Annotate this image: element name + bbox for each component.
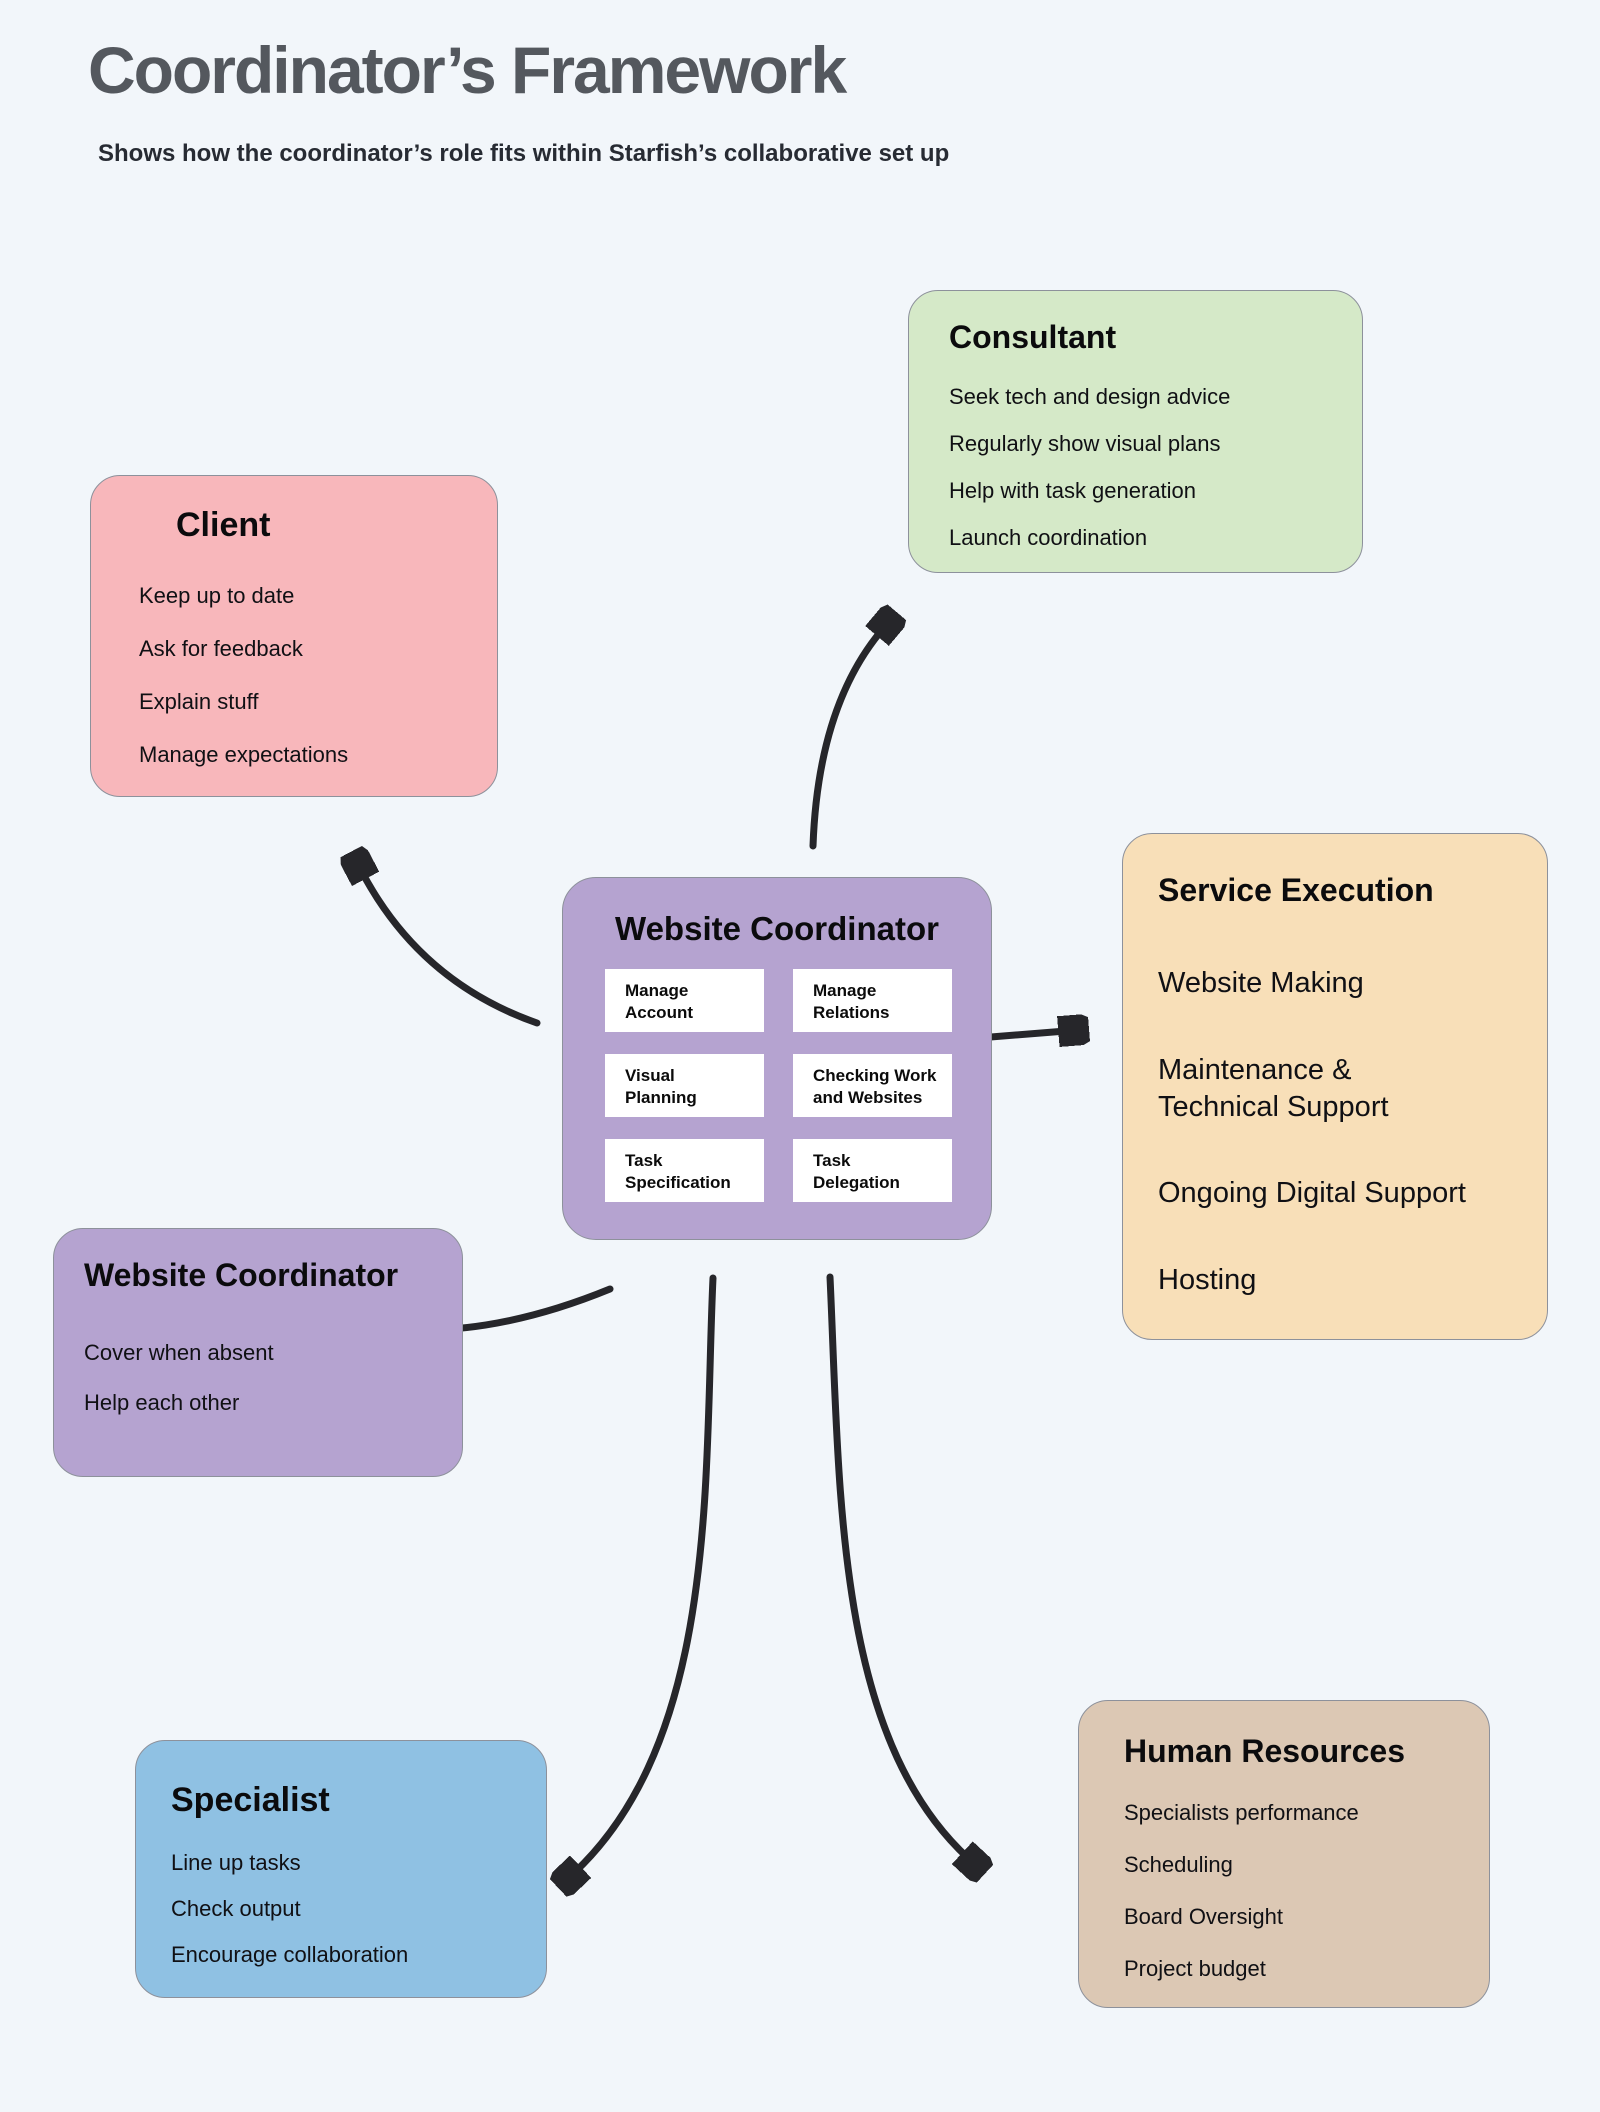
card-client: Client Keep up to date Ask for feedback …	[90, 475, 498, 797]
card-specialist: Specialist Line up tasks Check output En…	[135, 1740, 547, 1998]
arrow-to-client	[362, 872, 541, 1027]
card-human-resources-title: Human Resources	[1124, 1733, 1405, 1769]
card-specialist-item: Encourage collaboration	[171, 1941, 409, 1967]
task-chip: Checking Work and Websites	[793, 1054, 952, 1117]
task-chip-grid: Manage Account Manage Relations Visual P…	[605, 969, 952, 1202]
task-chip: Task Specification	[605, 1139, 764, 1202]
arrow-to-specialist	[575, 1274, 717, 1872]
card-service-execution-title: Service Execution	[1158, 872, 1434, 908]
card-website-coordinator-peer: Website Coordinator Cover when absent He…	[53, 1228, 463, 1477]
arrow-to-consultant	[809, 630, 882, 850]
task-chip: Task Delegation	[793, 1139, 952, 1202]
card-consultant-item: Launch coordination	[949, 524, 1148, 550]
card-client-item: Explain stuff	[139, 688, 259, 714]
card-human-resources-item: Specialists performance	[1124, 1800, 1359, 1825]
card-client-item: Keep up to date	[139, 583, 295, 608]
card-specialist-item: Check output	[171, 1895, 301, 1921]
card-specialist-title: Specialist	[171, 1781, 330, 1819]
page-title: Coordinator’s Framework	[88, 33, 847, 107]
card-client-item: Manage expectations	[139, 741, 349, 767]
card-service-execution-item: Hosting	[1158, 1264, 1257, 1297]
card-human-resources-item: Board Oversight	[1124, 1903, 1283, 1929]
card-consultant-item: Seek tech and design advice	[949, 384, 1231, 409]
card-service-execution-item: Maintenance & Technical Support	[1158, 1053, 1389, 1123]
card-client-item: Ask for feedback	[139, 635, 303, 661]
card-website-coordinator-peer-title: Website Coordinator	[84, 1257, 399, 1293]
card-human-resources-item: Scheduling	[1124, 1851, 1233, 1877]
card-consultant-item: Regularly show visual plans	[949, 430, 1221, 456]
card-website-coordinator-peer-item: Help each other	[84, 1389, 240, 1415]
card-specialist-item: Line up tasks	[171, 1850, 301, 1875]
card-consultant-item: Help with task generation	[949, 477, 1197, 503]
card-service-execution-item: Ongoing Digital Support	[1158, 1177, 1466, 1210]
card-website-coordinator: Website Coordinator Manage Account Manag…	[562, 877, 992, 1240]
card-human-resources-item: Project budget	[1124, 1955, 1266, 1981]
card-client-title: Client	[176, 506, 271, 544]
card-website-coordinator-title: Website Coordinator	[615, 910, 939, 947]
card-consultant-title: Consultant	[949, 319, 1117, 355]
task-chip: Visual Planning	[605, 1054, 764, 1117]
card-human-resources: Human Resources Specialists performance …	[1078, 1700, 1490, 2008]
card-service-execution: Service Execution Website Making Mainten…	[1122, 833, 1548, 1340]
arrow-to-human-resources	[826, 1273, 968, 1858]
card-service-execution-item: Website Making	[1158, 967, 1364, 999]
card-consultant: Consultant Seek tech and design advice R…	[908, 290, 1363, 573]
card-website-coordinator-peer-item: Cover when absent	[84, 1340, 274, 1365]
page-subtitle: Shows how the coordinator’s role fits wi…	[98, 140, 950, 167]
task-chip: Manage Relations	[793, 969, 952, 1032]
task-chip: Manage Account	[605, 969, 764, 1032]
